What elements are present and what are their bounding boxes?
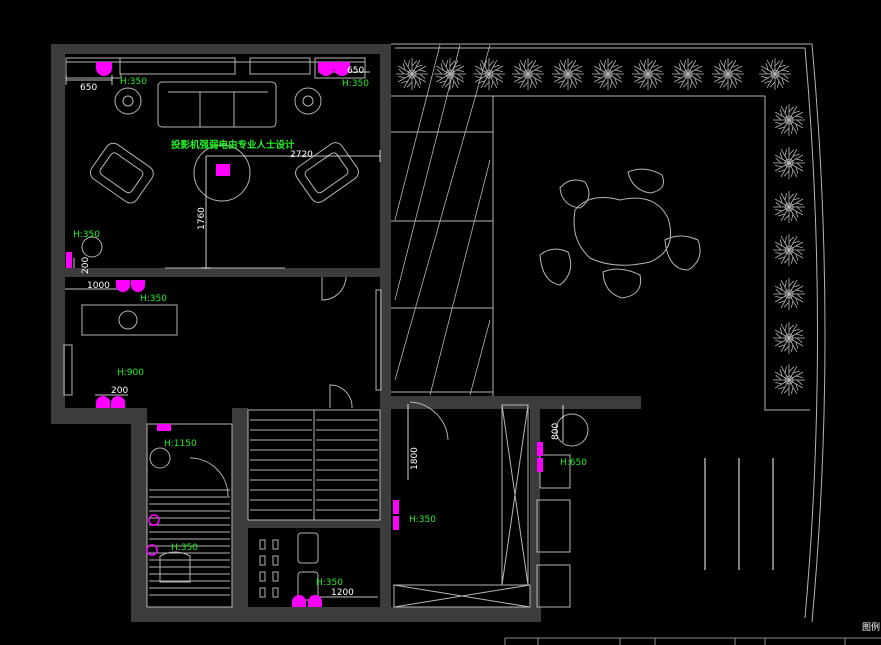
plant-symbol: [759, 58, 791, 90]
plant-symbol: [773, 322, 805, 354]
dim-650-right: 650: [347, 66, 364, 76]
outlet-rings: [146, 514, 160, 556]
dim-1800: 1800: [410, 447, 420, 470]
height-label-corridor: H:350: [409, 515, 436, 525]
kitchen: [393, 401, 589, 608]
height-label-stair: H:350: [316, 578, 343, 588]
bathroom: [146, 423, 233, 608]
storage-room: [259, 532, 319, 601]
middle-room-fixtures: [63, 276, 382, 409]
dim-2720: 2720: [290, 150, 313, 160]
height-label-mid: H:350: [140, 294, 167, 304]
dim-1760: 1760: [197, 207, 207, 230]
dim-1200: 1200: [331, 588, 354, 598]
height-label-1150: H:1150: [164, 439, 197, 449]
plant-symbol: [773, 278, 805, 310]
plant-symbol: [434, 58, 466, 90]
height-label-top-right: H:350: [342, 79, 369, 89]
plant-symbol: [672, 58, 704, 90]
height-label-650: H:650: [560, 458, 587, 468]
height-label-900: H:900: [117, 368, 144, 378]
stepping-stones: [539, 168, 701, 299]
height-label-top-left: H:350: [120, 77, 147, 87]
plant-symbol: [712, 58, 744, 90]
plant-symbol: [773, 104, 805, 136]
plant-row-top: [396, 58, 791, 90]
dim-200-left: 200: [81, 257, 91, 274]
plant-symbol: [773, 147, 805, 179]
plant-symbol: [632, 58, 664, 90]
dim-200-bottom: 200: [111, 386, 128, 396]
plant-symbol: [773, 234, 805, 266]
dim-800: 800: [551, 423, 561, 440]
projector-note: 投影机强弱电由专业人士设计: [171, 139, 295, 151]
plant-symbol: [773, 191, 805, 223]
legend-table: [504, 637, 881, 645]
plant-symbol: [592, 58, 624, 90]
walls: [51, 44, 641, 622]
terrace: [391, 43, 826, 623]
plant-symbol: [473, 58, 505, 90]
height-label-left: H:350: [73, 230, 100, 240]
dim-1000: 1000: [87, 281, 110, 291]
plant-symbol: [552, 58, 584, 90]
plant-symbol: [396, 58, 428, 90]
height-label-bath: H:350: [171, 543, 198, 553]
dimension-lines: [65, 71, 564, 598]
outlet-symbols: [66, 62, 543, 607]
plant-row-right: [773, 104, 805, 396]
plant-symbol: [512, 58, 544, 90]
staircase: [247, 409, 381, 521]
living-room-furniture: [81, 81, 359, 269]
plant-symbol: [773, 364, 805, 396]
legend-label: 图例: [862, 621, 880, 633]
dim-650-left: 650: [80, 83, 97, 93]
